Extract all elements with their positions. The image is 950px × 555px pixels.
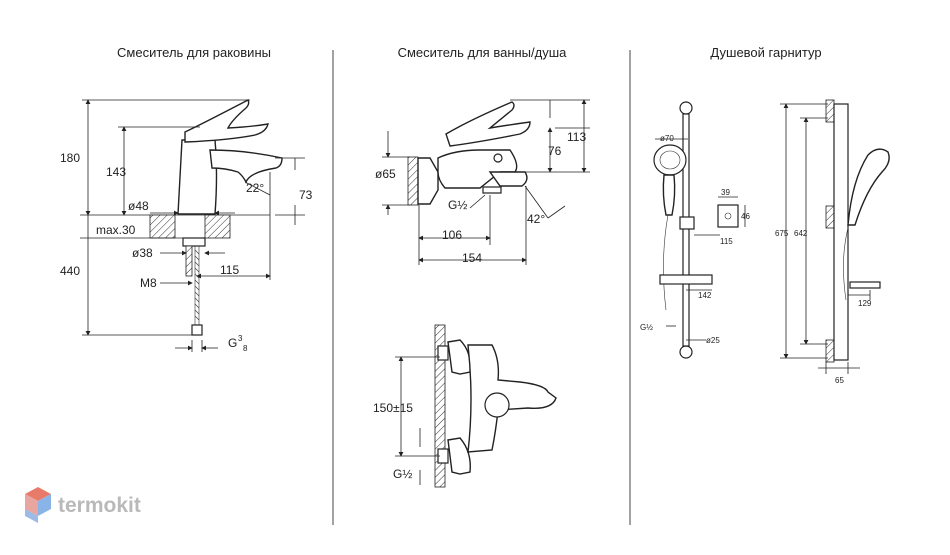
- bath-dim-65: ø65: [375, 167, 396, 181]
- basin-dimension-labels: 180 143 ø48 max.30 ø38 440 M8 115 22° 73…: [60, 151, 313, 353]
- basin-dim-180: 180: [60, 151, 80, 165]
- basin-dim-73: 73: [299, 188, 313, 202]
- termokit-logo-icon: [25, 487, 51, 523]
- bath-dim-g12-front: G½: [393, 467, 412, 481]
- bath-dim-106: 106: [442, 228, 462, 242]
- shower-dim-642: 642: [794, 229, 808, 238]
- basin-dim-115: 115: [220, 263, 239, 277]
- shower-dim-115: 115: [720, 237, 733, 246]
- basin-dim-m8: M8: [140, 276, 157, 290]
- basin-dim-143: 143: [106, 165, 126, 179]
- shower-dim-142: 142: [698, 291, 712, 300]
- basin-dim-48: ø48: [128, 199, 149, 213]
- shower-dim-39: 39: [721, 188, 730, 197]
- bath-dim-154: 154: [462, 251, 482, 265]
- basin-dim-g-letter: G: [228, 336, 237, 350]
- bath-side-dimension-labels: ø65 113 76 G½ 106 154 42°: [375, 130, 586, 265]
- bath-dim-150: 150±15: [373, 401, 413, 415]
- shower-dim-70: ø70: [660, 134, 674, 143]
- shower-dim-65: 65: [835, 376, 844, 385]
- bath-front-dimension-labels: 150±15 G½: [373, 401, 413, 481]
- basin-dim-22deg: 22°: [246, 181, 264, 195]
- shower-set-front-drawing: [653, 101, 746, 359]
- shower-dim-129: 129: [858, 299, 872, 308]
- bath-mixer-front-drawing: [395, 324, 557, 488]
- bath-dim-113: 113: [567, 130, 586, 144]
- basin-dim-max30: max.30: [96, 223, 136, 237]
- bath-dim-42deg: 42°: [527, 212, 545, 226]
- shower-side-dimension-labels: 675 642 129 65: [775, 229, 872, 385]
- bath-section-title: Смеситель для ванны/душа: [398, 45, 568, 60]
- watermark-text: termokit: [58, 494, 141, 517]
- shower-section-title: Душевой гарнитур: [710, 45, 821, 60]
- shower-dim-46: 46: [741, 212, 750, 221]
- basin-section-title: Смеситель для раковины: [117, 45, 271, 60]
- basin-dim-g-den: 8: [243, 344, 248, 353]
- bath-dim-76: 76: [548, 144, 562, 158]
- shower-dim-g12: G½: [640, 323, 653, 332]
- shower-set-side-drawing: [780, 99, 890, 374]
- shower-front-dimension-labels: ø70 39 46 115 142 G½ ø25: [640, 134, 750, 345]
- basin-dim-g-num: 3: [238, 334, 243, 343]
- basin-dim-440: 440: [60, 264, 80, 278]
- basin-mixer-drawing: [80, 99, 305, 352]
- bath-dim-g12: G½: [448, 198, 467, 212]
- shower-dim-675: 675: [775, 229, 789, 238]
- shower-dim-25: ø25: [706, 336, 720, 345]
- termokit-watermark: termokit: [25, 487, 141, 523]
- bath-mixer-side-drawing: [382, 99, 590, 265]
- basin-dim-38: ø38: [132, 246, 153, 260]
